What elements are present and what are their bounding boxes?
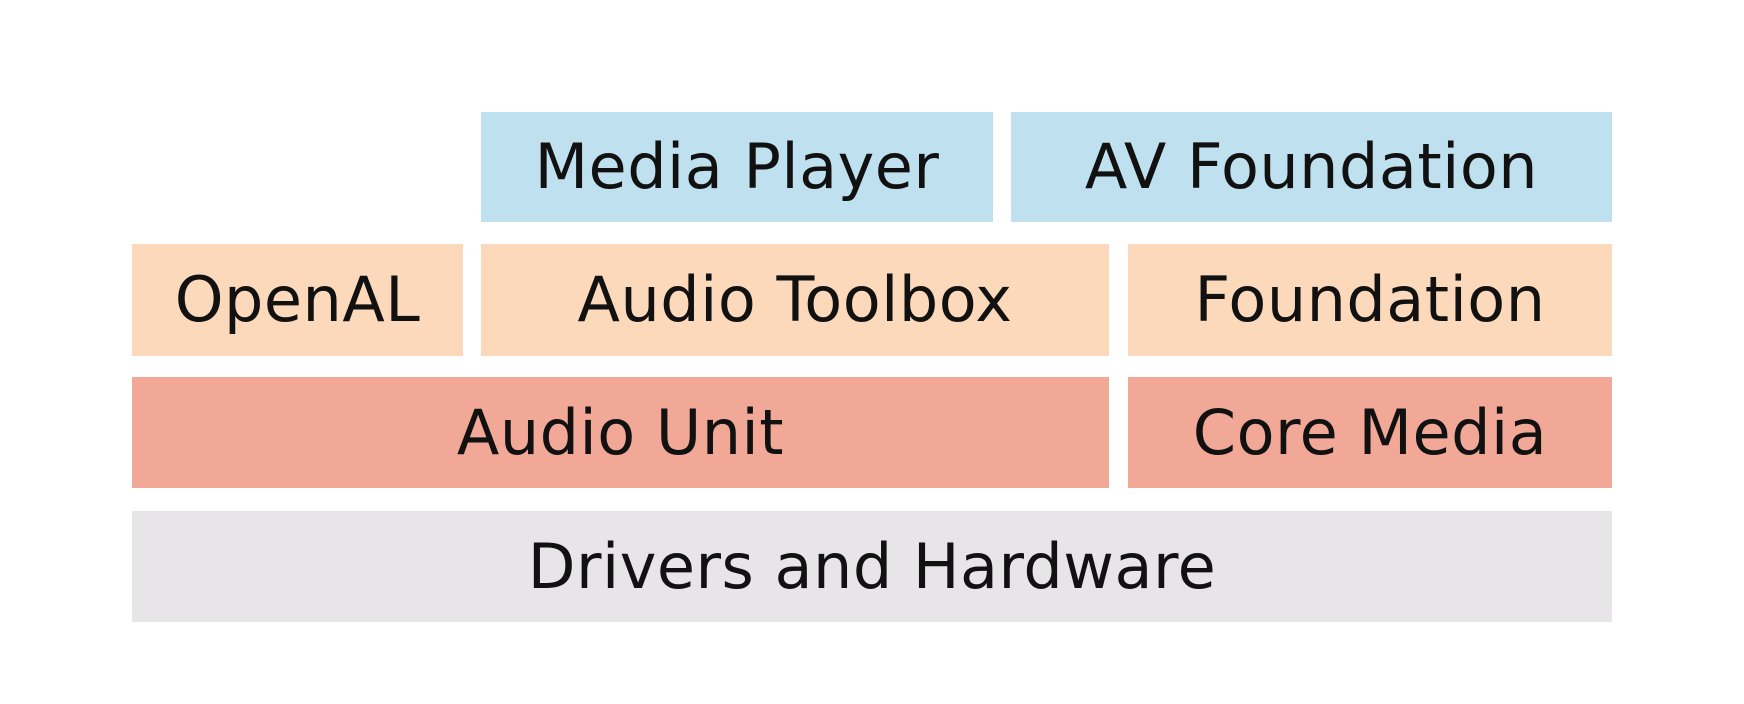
audio-unit-block: Audio Unit xyxy=(132,377,1109,488)
drivers-and-hardware-block: Drivers and Hardware xyxy=(132,511,1612,622)
av-foundation-block: AV Foundation xyxy=(1011,112,1612,222)
core-media-block: Core Media xyxy=(1128,377,1612,488)
openal-block: OpenAL xyxy=(132,244,463,356)
media-player-block: Media Player xyxy=(481,112,993,222)
foundation-block: Foundation xyxy=(1128,244,1612,356)
audio-toolbox-block: Audio Toolbox xyxy=(481,244,1109,356)
